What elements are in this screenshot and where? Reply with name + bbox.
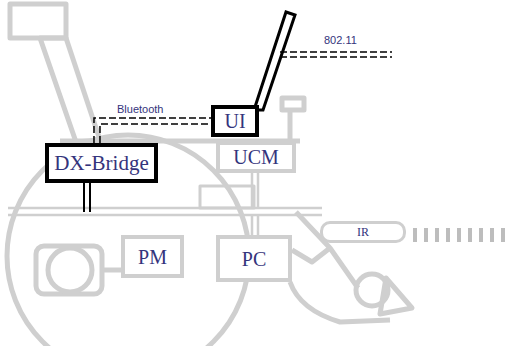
wireless-link-line	[94, 118, 211, 143]
armrest	[282, 98, 304, 110]
box-label: PC	[242, 249, 266, 269]
footplate	[380, 278, 412, 314]
pc-bus-wire	[251, 215, 254, 235]
bridge-bus-wire	[83, 183, 85, 212]
ui-box: UI	[211, 105, 259, 137]
front-frame	[290, 282, 390, 322]
ir-beam-bar	[446, 228, 450, 242]
caster-fork	[292, 248, 330, 262]
backrest	[40, 38, 100, 142]
ir-beam-bar	[468, 228, 472, 242]
ir-beam	[415, 228, 503, 242]
box-label: PM	[138, 247, 167, 267]
wifi-signal	[280, 56, 392, 58]
ucm-bus-wire	[251, 172, 254, 208]
motor	[36, 246, 102, 294]
ir-beam-bar	[435, 228, 439, 242]
motor-shaft	[102, 268, 121, 273]
ir-beam-bar	[413, 228, 417, 242]
wireless-link-line	[100, 124, 211, 143]
link-label: Bluetooth	[115, 103, 165, 115]
ir-beam-bar	[501, 228, 505, 242]
ir-box: IR	[320, 221, 406, 243]
wifi-label: 802.11	[322, 34, 359, 46]
battery-box	[200, 186, 254, 208]
pm-box: PM	[121, 235, 184, 278]
ir-beam-bar	[479, 228, 483, 242]
headrest	[10, 4, 66, 38]
ir-beam-bar	[424, 228, 428, 242]
ir-beam-bar	[490, 228, 494, 242]
bridge-box: DX-Bridge	[45, 143, 158, 183]
box-label: UCM	[233, 147, 279, 167]
frame-rail	[8, 214, 322, 217]
motor-hub	[48, 248, 92, 292]
frame-rail	[8, 207, 322, 210]
box-label: IR	[357, 226, 369, 238]
pc-bus-wire	[257, 215, 260, 235]
pc-box: PC	[216, 235, 292, 282]
bridge-bus-wire	[89, 183, 91, 212]
armrest-post	[288, 110, 293, 141]
box-label: DX-Bridge	[54, 153, 148, 174]
ir-beam-bar	[457, 228, 461, 242]
ucm-bus-wire	[257, 172, 260, 208]
rear-wheel	[7, 135, 249, 346]
antenna	[254, 12, 295, 110]
wifi-signal	[280, 51, 392, 53]
ucm-box: UCM	[216, 141, 296, 173]
wireless-link	[94, 118, 211, 143]
box-label: UI	[224, 111, 245, 131]
